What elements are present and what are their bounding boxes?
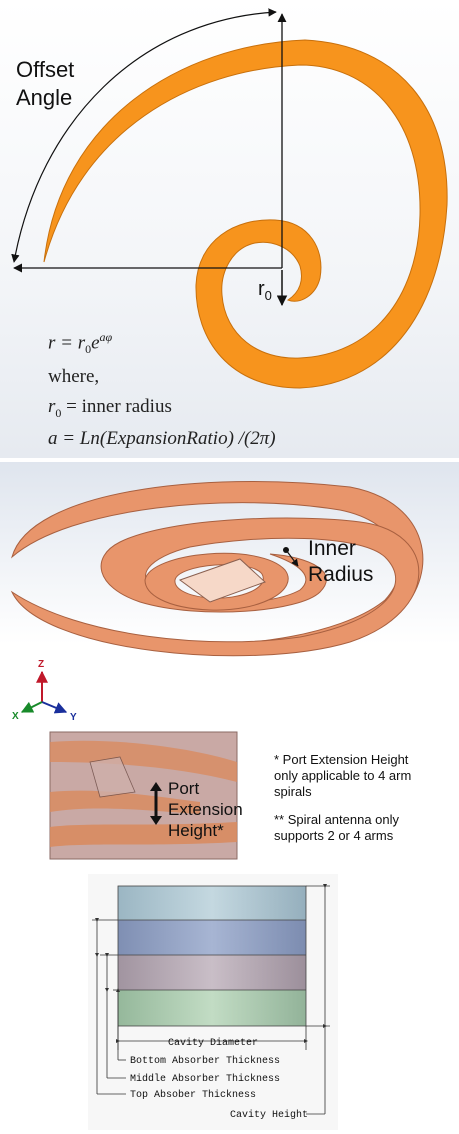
cavity-diameter-label: Cavity Diameter [168,1037,258,1049]
inner-radius-label-line1: Inner [308,537,356,560]
port-extension-inset [49,731,238,860]
r0-definition: r0 = inner radius [48,396,172,421]
where-text: where, [48,366,100,387]
note2-line1: ** Spiral antenna only [274,812,400,827]
spiral-arm-center [144,552,289,611]
port-label-line2: Extension [168,800,243,819]
axes-triad: Z Y X [12,659,77,723]
arm-count-note: ** Spiral antenna only supports 2 or 4 a… [274,812,399,844]
formula-exp: aφ [99,330,113,344]
inner-radius-label: Inner Radius [308,536,373,588]
r0-label-text: r [258,278,265,300]
inner-radius-arrow [285,549,299,567]
a-definition: a = Ln(ExpansionRatio) /(2π) [48,428,276,450]
note1-line3: spirals [274,784,312,799]
top-absorber-label: Top Absober Thickness [130,1089,256,1101]
middle-absorber-label: Middle Absorber Thickness [130,1073,280,1085]
r0-def-rhs: = inner radius [61,396,172,417]
cavity-height-label: Cavity Height [230,1109,308,1121]
note1-line1: * Port Extension Height [274,752,409,767]
r0-def-lhs: r [48,396,56,417]
formula-e: e [91,332,100,354]
port-label-line3: Height* [168,821,224,840]
isometric-spiral-figure: Z Y X [10,481,424,860]
spiral-equation-panel: Offset Angle r0 r = r0eaφ where, r0 = in… [0,0,459,458]
a-def-text: a = Ln(ExpansionRatio) /(2π) [48,428,276,449]
offset-angle-arc [11,8,277,263]
inner-radius-label-line2: Radius [308,563,374,586]
formula-sub: 0 [85,342,92,357]
top-absorber-layer [118,920,306,955]
cavity-figure: Cavity Diameter Bottom Absorber Thicknes… [88,874,338,1130]
port-label-line1: Port [168,779,200,798]
offset-angle-label-line2: Angle [16,85,73,110]
isometric-spiral-panel: Z Y X Inner Radius Port Extension Height… [0,462,459,866]
formula-lhs: r = r [48,332,86,354]
port-extension-label: Port Extension Height* [168,778,243,841]
spiral-formula: r = r0eaφ [48,330,112,357]
feed-port [178,558,266,603]
port-extension-note: * Port Extension Height only applicable … [274,752,411,800]
spiral-arm-inner [10,517,420,657]
r0-def-sub: 0 [55,405,62,420]
r0-label: r0 [258,278,272,303]
spiral-figure [11,8,448,389]
spiral-arm [43,39,448,389]
note1-line2: only applicable to 4 arm [274,768,412,783]
offset-angle-label: Offset Angle [16,56,74,112]
middle-absorber-layer [118,955,306,990]
cavity-air-layer [118,886,306,920]
r0-label-sub: 0 [264,288,272,303]
axis-x-label: X [12,711,19,722]
note2-line2: supports 2 or 4 arms [274,828,394,843]
cavity-panel: Cavity Diameter Bottom Absorber Thicknes… [0,868,459,1134]
bottom-absorber-label: Bottom Absorber Thickness [130,1055,280,1067]
bottom-absorber-layer [118,990,306,1026]
axis-z-label: Z [38,659,44,670]
dimension-lines [92,884,330,1115]
axis-y-label: Y [70,712,77,723]
offset-angle-label-line1: Offset [16,57,75,82]
